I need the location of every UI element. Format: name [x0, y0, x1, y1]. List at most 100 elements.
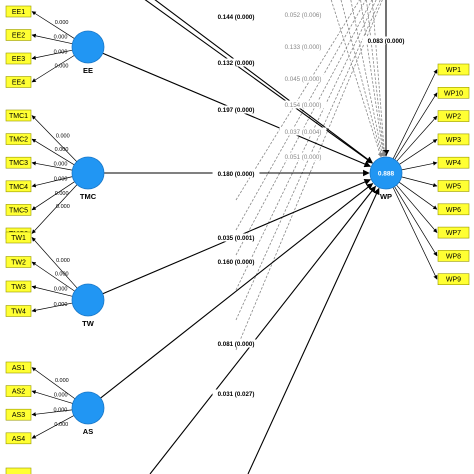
path-coefficient-7: 0.081 (0.000)	[218, 341, 255, 348]
wp-loading-arrow	[396, 184, 438, 233]
indicator-label: WP2	[446, 114, 461, 121]
path-line-14	[366, 0, 386, 157]
loading-arrow	[31, 415, 75, 439]
indicator-box-tw2	[5, 256, 32, 268]
coefficient-label-bg	[212, 339, 260, 348]
wp-loading-arrow	[392, 187, 438, 280]
indicator-box-wp7	[437, 226, 470, 239]
path-line-15	[371, 0, 387, 157]
path-coefficient-14: 0.037 (0.004)	[285, 129, 322, 136]
path-coefficient-4: 0.180 (0.000)	[218, 171, 255, 178]
indicator-box-wp3	[437, 133, 470, 146]
coefficient-label-bg	[212, 169, 260, 178]
latent-variable-wp[interactable]	[369, 156, 403, 190]
loading-value: 0.000	[55, 191, 69, 197]
path-coefficient-2: 0.132 (0.000)	[218, 60, 255, 67]
indicator-box-wp8	[437, 250, 470, 262]
coefficient-label-bg	[212, 389, 260, 398]
latent-variable-label: AS	[83, 427, 93, 436]
indicator-box-wp2	[437, 110, 470, 122]
indicator-box-tw4	[5, 305, 32, 317]
indicator-label: AS2	[12, 389, 25, 396]
path-line-1	[144, 0, 373, 164]
indicator-box-as4	[5, 432, 32, 445]
loading-value: 0.000	[56, 134, 70, 140]
indicator-label: EE2	[12, 33, 25, 40]
indicator-label: TW4	[11, 309, 26, 316]
path-coefficient-13: 0.154 (0.000)	[285, 102, 322, 109]
coefficient-label-bg	[279, 127, 327, 136]
wp-loading-arrow	[401, 176, 438, 188]
indicator-label: EE4	[12, 80, 25, 87]
loading-value: 0.000	[56, 258, 70, 264]
loading-value: 0.000	[55, 378, 69, 384]
path-line-8	[100, 183, 374, 399]
indicator-label: TW2	[11, 260, 26, 267]
wp-loading-arrow	[401, 161, 438, 171]
indicator-box-tw3	[5, 280, 32, 293]
coefficient-label-bg	[279, 152, 327, 161]
dashed-path-6	[235, 0, 383, 351]
path-coefficient-6: 0.160 (0.000)	[218, 259, 255, 266]
loading-value: 0.000	[54, 302, 68, 308]
loading-value: 0.000	[55, 64, 69, 70]
path-line-13	[360, 0, 385, 157]
coefficient-label-bg	[362, 36, 410, 45]
indicator-box-wp10	[437, 87, 470, 99]
coefficient-label-bg	[279, 100, 327, 109]
loading-arrow	[31, 138, 75, 166]
latent-variable-as[interactable]	[71, 391, 105, 425]
loading-value: 0.000	[54, 286, 68, 292]
coefficient-label-bg	[212, 257, 260, 266]
coefficient-label-bg	[279, 10, 327, 19]
path-line-7	[149, 185, 376, 474]
indicator-box-ee1	[5, 5, 32, 18]
r-squared-value: 0.888	[378, 171, 395, 178]
loading-arrow	[31, 33, 73, 45]
indicator-box-wp9	[437, 273, 470, 286]
indicator-label: TMC4	[9, 184, 28, 191]
coefficient-label-bg	[212, 58, 260, 67]
latent-variable-ee[interactable]	[71, 30, 105, 64]
indicator-label: TMC5	[9, 207, 28, 214]
latent-variable-label: EE	[83, 66, 93, 75]
indicator-box-ee3	[5, 52, 32, 65]
wp-loading-arrow	[399, 139, 438, 165]
path-line-11	[340, 0, 383, 157]
dashed-path-1	[235, 0, 360, 201]
indicator-label: WP5	[446, 184, 461, 191]
latent-variable-label: WP	[380, 192, 392, 201]
loading-value: 0.000	[55, 147, 69, 153]
latent-variable-tmc[interactable]	[71, 156, 105, 190]
latent-variable-tw[interactable]	[71, 283, 105, 317]
indicator-label: TW1	[11, 235, 26, 242]
wp-loading-arrow	[398, 181, 438, 210]
loading-arrow	[31, 181, 75, 211]
indicator-box-tmc4	[5, 180, 32, 193]
loading-arrow	[31, 390, 73, 404]
loading-arrow	[31, 115, 77, 162]
coefficient-label-bg	[212, 233, 260, 242]
loading-value: 0.000	[55, 272, 69, 278]
wp-loading-arrow	[392, 69, 438, 159]
loading-arrow	[31, 367, 76, 400]
indicator-box-wp4	[437, 156, 470, 169]
loading-arrow	[31, 409, 73, 417]
latent-variable-label: TMC	[80, 192, 97, 201]
dashed-path-2	[235, 0, 367, 231]
indicator-box-ee2	[5, 29, 32, 41]
indicator-label: WP3	[446, 137, 461, 144]
indicator-label: TW3	[11, 284, 26, 291]
wp-loading-arrow	[394, 186, 438, 257]
path-coefficient-10: 0.052 (0.006)	[285, 12, 322, 19]
indicator-label: EE1	[12, 9, 25, 16]
indicator-box-tmc2	[5, 133, 32, 145]
loading-value: 0.000	[54, 34, 68, 40]
indicator-label: WP4	[446, 160, 461, 167]
dashed-path-4	[235, 0, 377, 291]
indicator-box-tmc5	[5, 204, 32, 216]
loading-value: 0.000	[56, 204, 70, 210]
indicator-label: WP1	[446, 67, 461, 74]
